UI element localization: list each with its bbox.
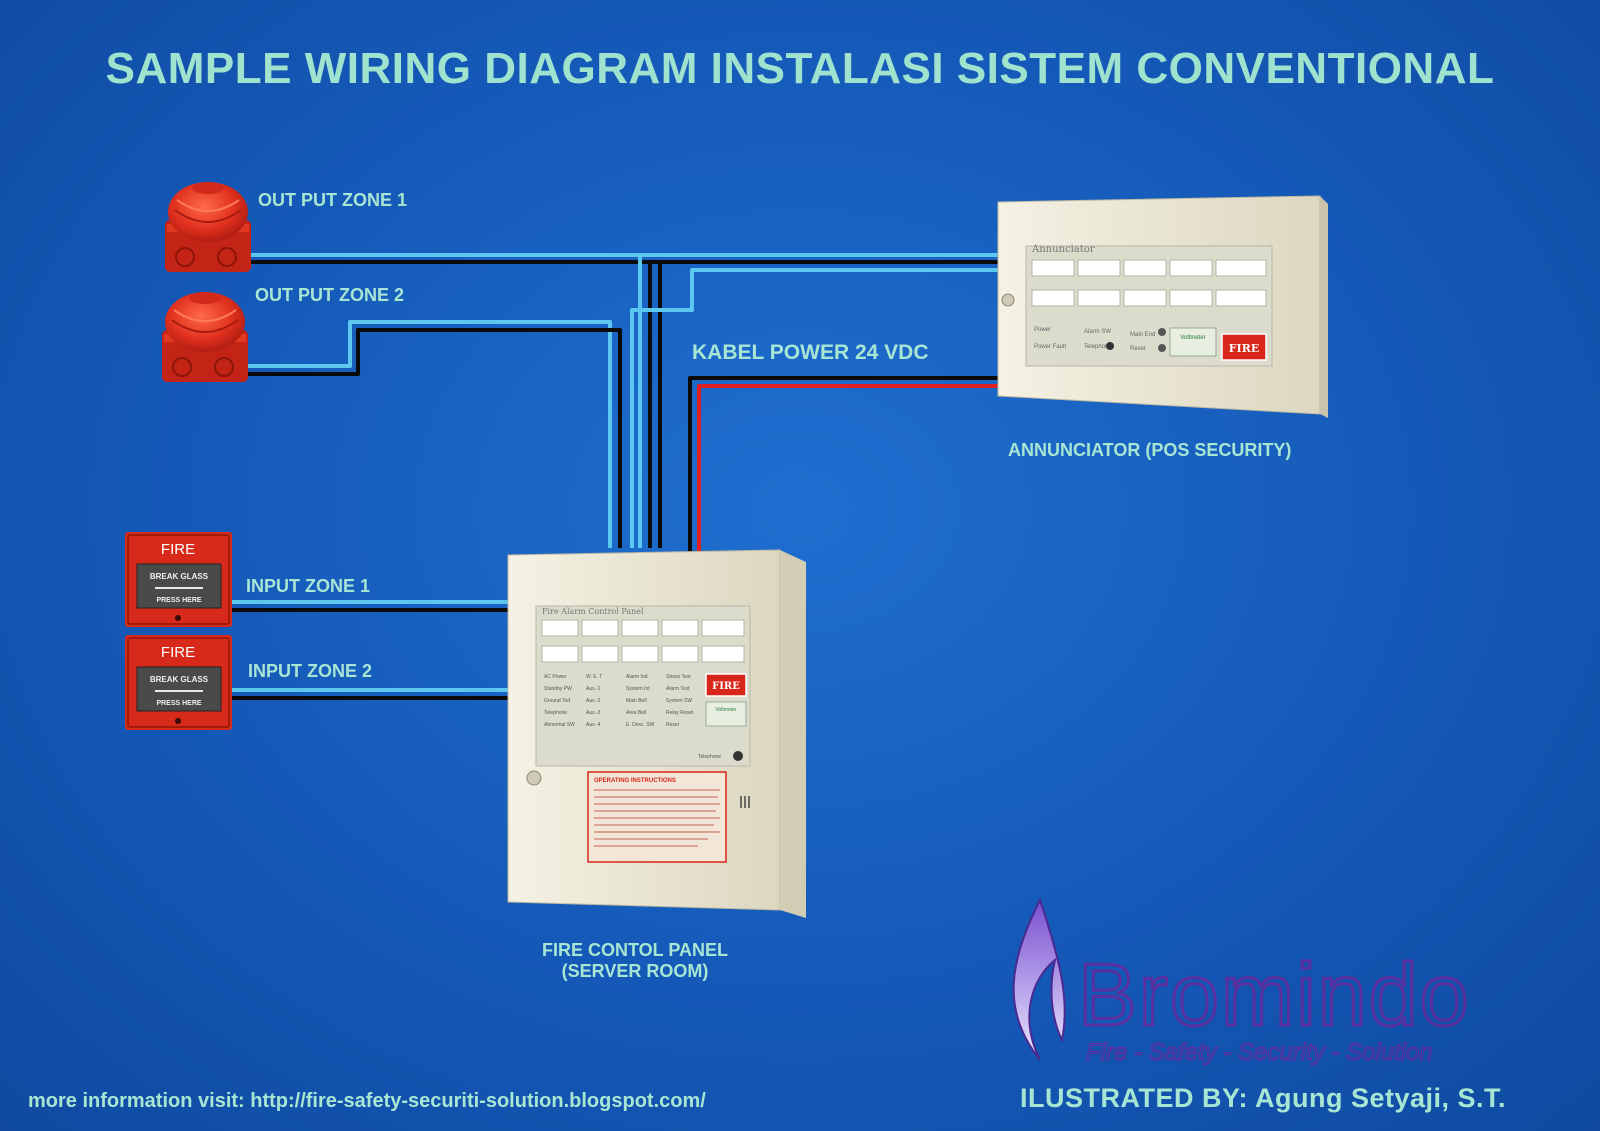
- wire-input-zone-2: [232, 688, 510, 700]
- call-point-press-here-text: PRESS HERE: [156, 597, 201, 604]
- footer-info-link[interactable]: more information visit: http://fire-safe…: [28, 1090, 706, 1112]
- annunciator-label-telephone: Telephone: [1084, 344, 1112, 350]
- label-control-panel: FIRE CONTOL PANEL (SERVER ROOM): [515, 940, 755, 982]
- annunciator-panel-title: Annunciator: [1031, 244, 1095, 255]
- cp-label: Stress Test: [666, 674, 691, 680]
- label-control-panel-line1: FIRE CONTOL PANEL: [541, 940, 728, 960]
- wire-output-zone-2: [248, 320, 622, 548]
- call-point-break-glass-text: BREAK GLASS: [150, 675, 209, 684]
- cp-label: Telephone: [544, 710, 567, 716]
- label-annunciator: ANNUNCIATOR (POS SECURITY): [1008, 440, 1292, 460]
- cp-label: Aux.-2: [586, 698, 601, 704]
- annunciator-fire-indicator: FIRE: [1229, 342, 1259, 355]
- cp-label: Aux.-4: [586, 722, 601, 728]
- sounder-output-zone-1: [165, 182, 251, 272]
- illustrator-credit: ILUSTRATED BY: Agung Setyaji, S.T.: [1020, 1083, 1507, 1113]
- label-input-zone-2: INPUT ZONE 2: [248, 661, 373, 681]
- control-panel-voltmeter-label: Voltmeter: [715, 707, 736, 713]
- call-point-break-glass-text: BREAK GLASS: [150, 572, 209, 581]
- control-panel-fire-indicator: FIRE: [712, 681, 740, 692]
- sounder-output-zone-2: [162, 292, 248, 382]
- annunciator-label-power-fault: Power Fault: [1034, 344, 1066, 350]
- cp-label: Abnormal SW: [544, 722, 575, 728]
- fire-control-panel-device: Fire Alarm Control Panel AC Power Standb…: [507, 549, 806, 918]
- annunciator-label-reset: Reset: [1130, 346, 1146, 352]
- wires: [232, 253, 998, 700]
- call-point-fire-text: FIRE: [161, 644, 195, 661]
- cp-label: W. E. T: [586, 674, 602, 680]
- cp-label: Ground Tod: [544, 698, 570, 704]
- cp-label: Area Bell: [626, 710, 646, 716]
- call-point-input-zone-2: FIRE BREAK GLASS PRESS HERE: [125, 635, 232, 730]
- cp-label: Alarm Ind.: [626, 674, 649, 680]
- cp-label: Relay Reset: [666, 710, 694, 716]
- cp-label: System SW: [666, 698, 692, 704]
- annunciator-label-power: Power: [1034, 327, 1051, 333]
- annunciator-zone-windows: [1031, 259, 1267, 307]
- control-panel-telephone-label: Telephone: [698, 754, 721, 760]
- logo-flame-icon: [1012, 897, 1066, 1061]
- annunciator-label-alarm-sw: Alarm SW: [1084, 329, 1111, 335]
- cp-label: Standby PW: [544, 686, 572, 692]
- wire-input-zone-1: [232, 600, 510, 612]
- label-input-zone-1: INPUT ZONE 1: [246, 576, 371, 596]
- control-panel-instructions-title: OPERATING INSTRUCTIONS: [594, 778, 676, 784]
- label-control-panel-line2: (SERVER ROOM): [561, 961, 709, 981]
- wire-output-zone-1: [250, 253, 998, 548]
- cp-label: Aux.-3: [586, 710, 601, 716]
- cp-label: E. Desc. SW: [626, 722, 655, 728]
- label-output-zone-2: OUT PUT ZONE 2: [255, 285, 405, 305]
- cp-label: Aux.-1: [586, 686, 601, 692]
- annunciator-voltmeter-label: Voltmeter: [1180, 335, 1205, 341]
- cp-label: Reset: [666, 722, 680, 728]
- cp-label: AC Power: [544, 674, 567, 680]
- cp-label: Alarm Test: [666, 686, 690, 692]
- control-panel-indicator-labels: AC Power Standby PW Ground Tod Telephone…: [544, 674, 694, 728]
- control-panel-instruction-lines: [594, 789, 720, 847]
- page-title: SAMPLE WIRING DIAGRAM INSTALASI SISTEM C…: [105, 44, 1495, 93]
- control-panel-title: Fire Alarm Control Panel: [542, 607, 644, 616]
- annunciator-device: Annunciator Power Power Fault Alarm SW T…: [997, 195, 1328, 418]
- call-point-press-here-text: PRESS HERE: [156, 700, 201, 707]
- wire-power-24vdc: [688, 376, 998, 555]
- control-panel-zone-windows: [541, 619, 745, 663]
- logo-wordmark: Bromindo: [1078, 945, 1471, 1044]
- bromindo-logo: Bromindo Fire - Safety - Security - Solu…: [1012, 897, 1471, 1067]
- call-point-input-zone-1: FIRE BREAK GLASS PRESS HERE: [125, 532, 232, 627]
- annunciator-label-main-end: Main End: [1130, 332, 1155, 338]
- call-point-fire-text: FIRE: [161, 541, 195, 558]
- control-panel-key-slot: [740, 796, 750, 808]
- label-output-zone-1: OUT PUT ZONE 1: [258, 190, 408, 210]
- label-power-cable: KABEL POWER 24 VDC: [692, 341, 929, 364]
- logo-tagline: Fire - Safety - Security - Solution: [1086, 1039, 1433, 1066]
- cp-label: System Int: [626, 686, 650, 692]
- cp-label: Main Bell: [626, 698, 647, 704]
